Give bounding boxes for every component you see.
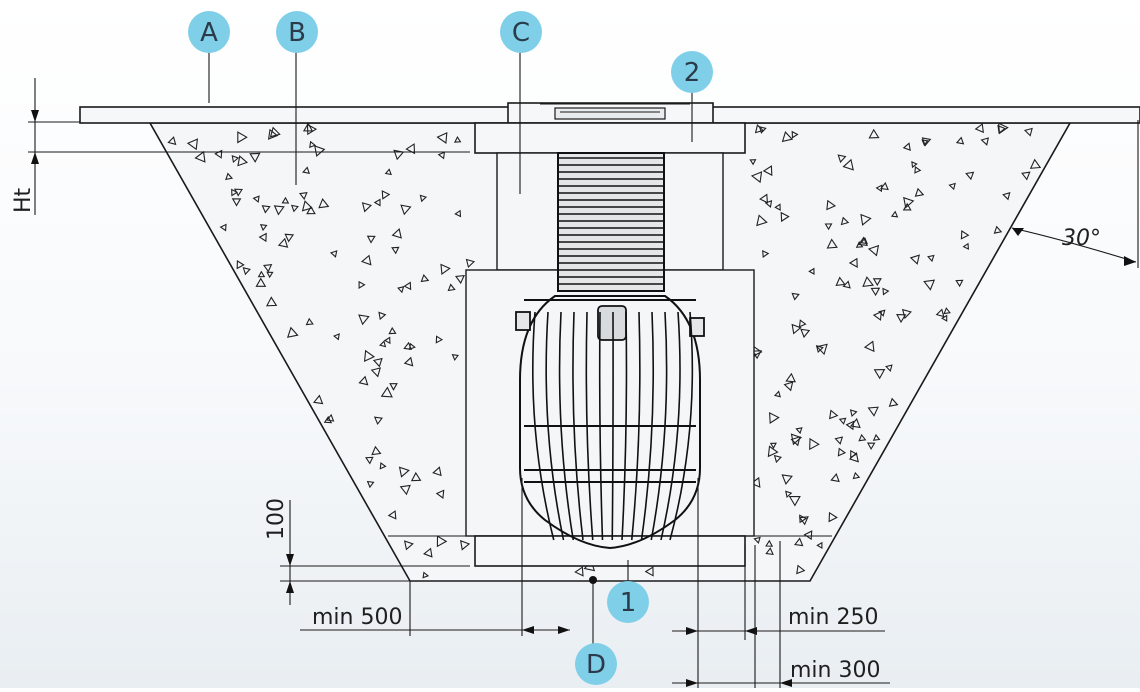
- min500-label: min 500: [312, 605, 402, 630]
- callout-b-label: B: [288, 18, 306, 48]
- min300-label: min 300: [790, 658, 880, 683]
- callout-a: A: [188, 11, 230, 53]
- ht-dimension: Ht: [11, 78, 470, 215]
- slope-angle-dimension: 30°: [1011, 120, 1140, 268]
- base-bed: [474, 535, 746, 567]
- callout-c: C: [500, 11, 542, 53]
- rainwater-tank: [515, 295, 705, 550]
- callout-2-label: 2: [684, 58, 701, 88]
- base-point-marker: [589, 576, 597, 584]
- bed-height-dimension: 100: [264, 498, 470, 605]
- callout-c-label: C: [512, 18, 530, 48]
- min250-label: min 250: [788, 605, 878, 630]
- ht-label: Ht: [11, 187, 36, 213]
- callout-d-label: D: [586, 650, 606, 680]
- callout-a-label: A: [200, 18, 218, 48]
- callout-b: B: [276, 11, 318, 53]
- callout-1: 1: [607, 581, 649, 623]
- min300-dimension: min 300: [672, 541, 890, 688]
- min500-dimension: min 500: [300, 478, 570, 636]
- cover-lid: [554, 107, 666, 120]
- load-distribution-slab: [474, 122, 746, 154]
- corrugated-riser: [557, 152, 665, 292]
- callout-d: D: [575, 643, 617, 685]
- angle-label: 30°: [1062, 226, 1101, 251]
- bed-height-label: 100: [264, 498, 289, 540]
- callout-2: 2: [671, 51, 713, 93]
- backfill-aggregate: [167, 122, 1042, 579]
- callout-1-label: 1: [620, 588, 637, 618]
- min250-dimension: min 250: [672, 478, 885, 688]
